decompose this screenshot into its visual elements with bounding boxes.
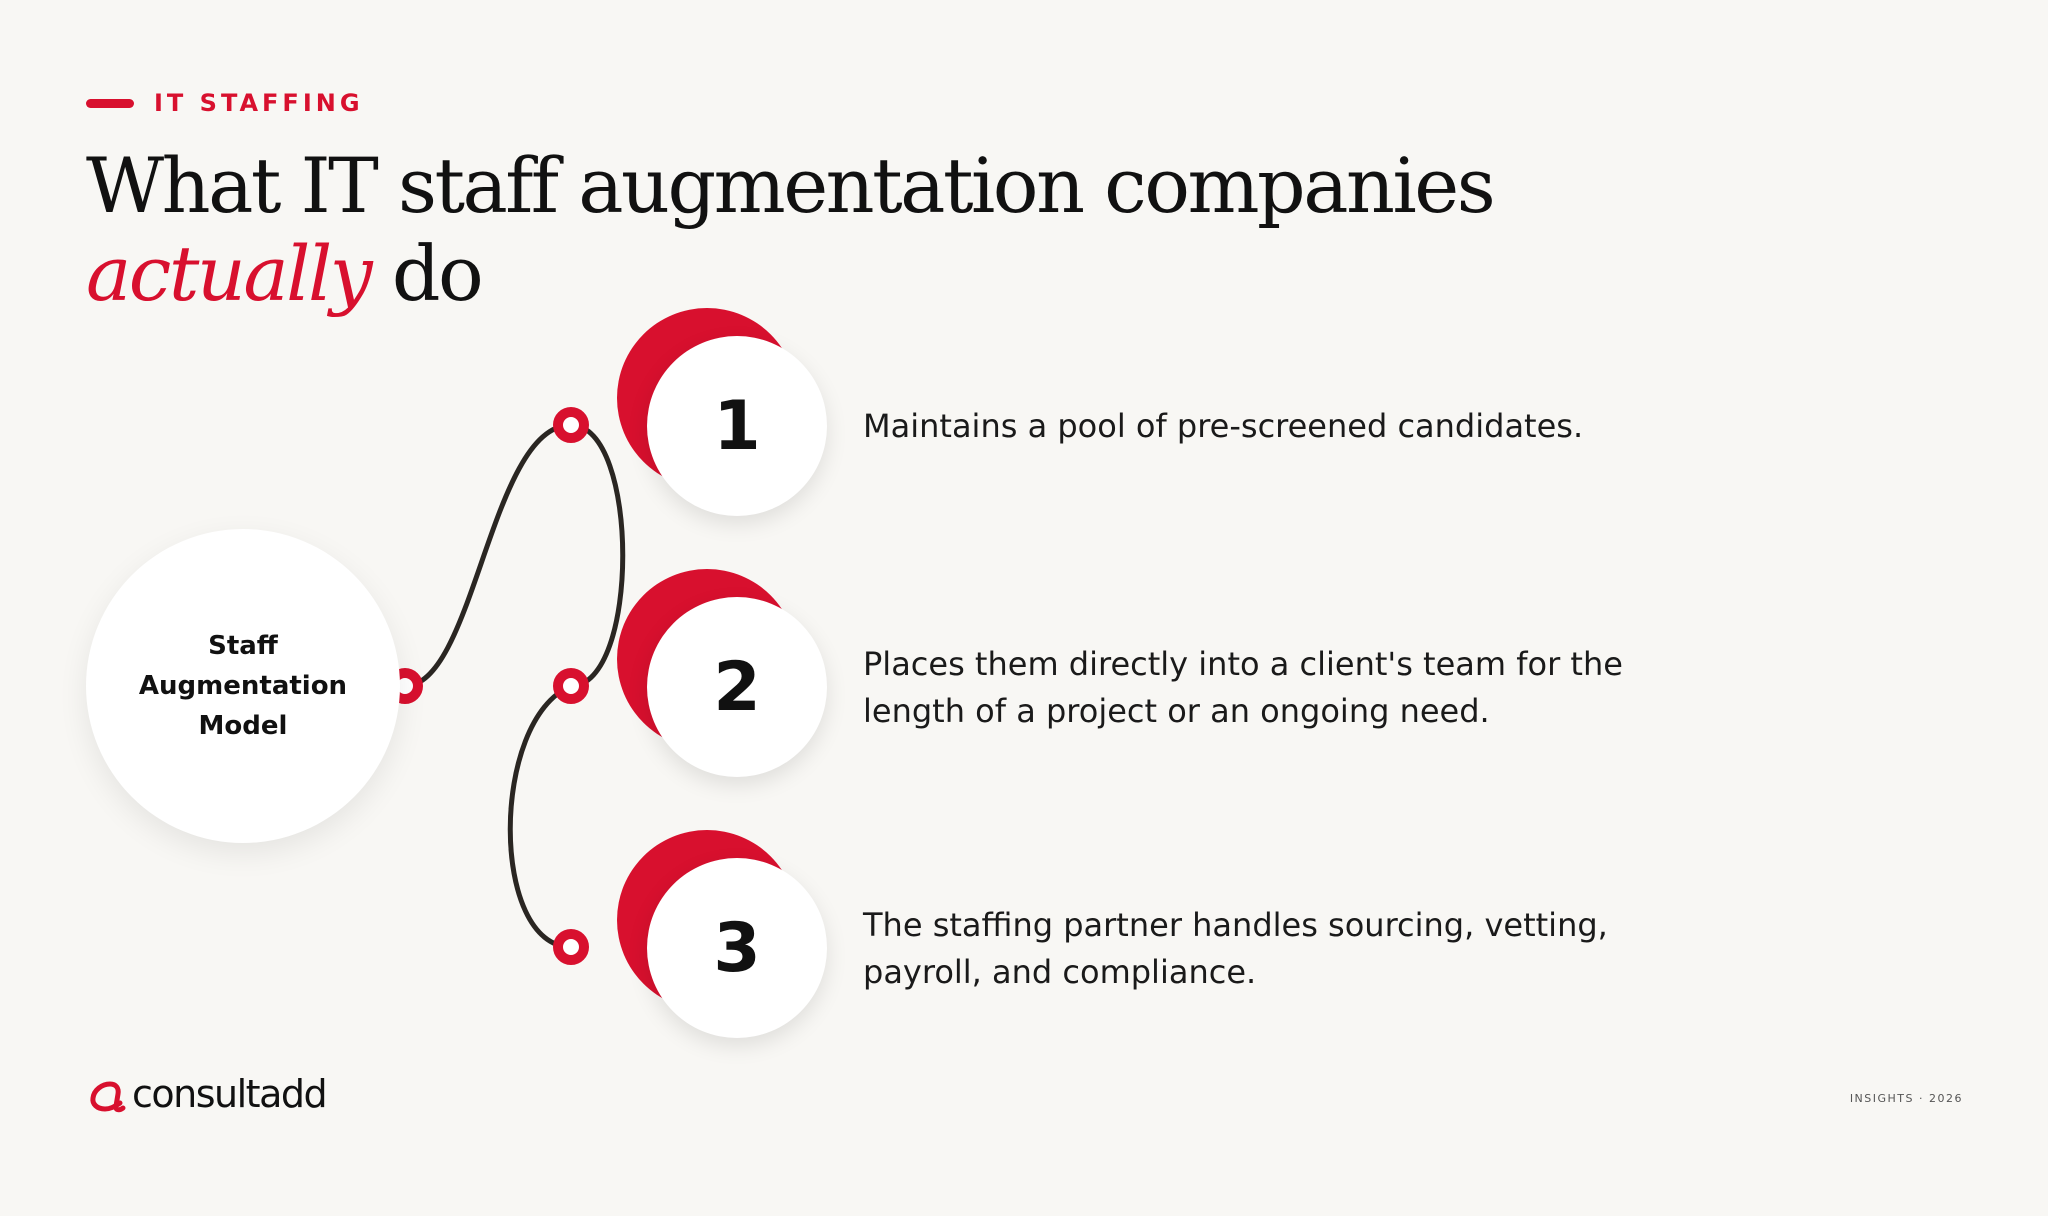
step-1-number: 1 [713,386,761,466]
step-2-number: 2 [713,647,761,727]
section-eyebrow: IT STAFFING [86,88,364,118]
step-3-node-dot [553,929,589,965]
footer-note: INSIGHTS · 2026 [1849,1092,1963,1105]
step-2-badge: 2 [647,597,827,777]
connector-2-to-3 [507,683,572,950]
step-1: 1 Maintains a pool of pre-screened candi… [0,308,2048,528]
brand-name: consultadd [132,1072,328,1116]
step-2: 2 Places them directly into a client's t… [0,569,2048,789]
hub-circle: Staff Augmentation Model [86,529,400,843]
step-1-text: Maintains a pool of pre-screened candida… [863,407,1584,445]
hub-label-line-1: Staff [208,631,278,661]
step-3: 3 The staffing partner handles sourcing,… [0,830,2048,1050]
step-2-node-dot [553,668,589,704]
eyebrow-accent-bar [86,98,134,108]
step-3-number: 3 [713,908,761,988]
connector-hub-to-1 [404,422,572,689]
step-3-badge: 3 [647,858,827,1038]
hub-label-line-3: Model [198,711,288,741]
title-line-2-rest: do [370,229,484,318]
page-title: What IT staff augmentation companies act… [86,141,1496,318]
step-1-badge: 1 [647,336,827,516]
step-1-node-dot [553,407,589,443]
title-accent-word: actually [86,229,373,318]
title-line-1: What IT staff augmentation companies [86,141,1496,230]
eyebrow-label: IT STAFFING [154,89,364,117]
step-2-text: Places them directly into a client's tea… [863,645,1623,730]
hub-label-line-2: Augmentation [138,671,348,701]
brand-logo: consultadd [86,1072,328,1116]
brand-mark-icon [90,1081,126,1113]
hub-label: Staff Augmentation Model [139,626,347,746]
step-3-text: The staffing partner handles sourcing, v… [863,906,1608,991]
connector-1-to-2 [570,422,626,689]
